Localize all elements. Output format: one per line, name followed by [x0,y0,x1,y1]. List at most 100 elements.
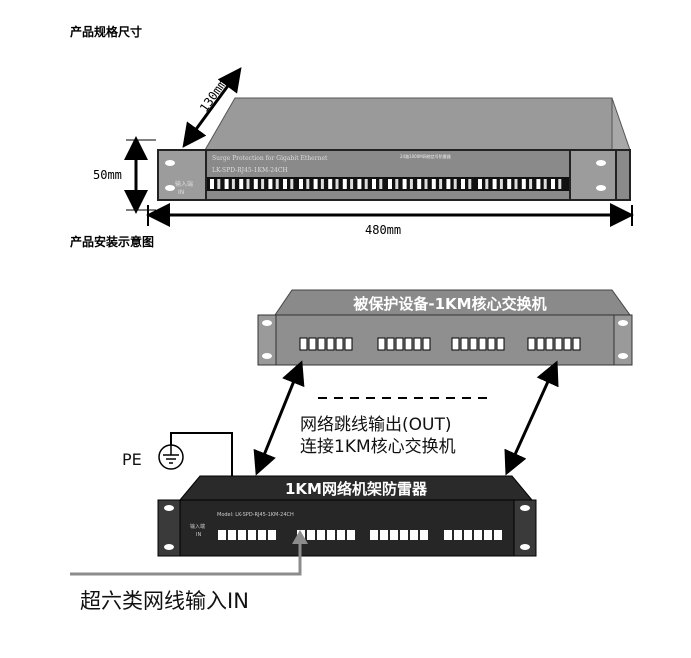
port [335,337,344,351]
port [337,530,345,540]
port [290,179,294,189]
port [268,179,273,189]
protector-model: Model: LK-SPD-RJ45-1KM-24CH [217,512,294,518]
port [410,530,418,540]
left-ear [157,149,207,201]
port [484,530,492,540]
protector-input-cn: 输入端 [190,523,205,530]
port [395,179,399,189]
port [529,179,533,189]
port [335,179,339,189]
port [275,179,279,189]
port [248,530,256,540]
port [317,337,326,351]
input-arrowhead [292,530,308,544]
port [404,337,413,351]
port [572,337,581,351]
port [446,179,451,189]
port [283,179,287,189]
spec-heading: 产品规格尺寸 [70,24,142,39]
port [228,530,236,540]
port [402,179,407,189]
port [231,179,235,189]
out-note-line2: 连接1KM核心交换机 [300,437,456,457]
link-arrow-left [253,360,305,476]
port [521,179,526,189]
port [328,179,333,189]
port [461,179,465,189]
depth-label: 130mm [197,77,229,115]
port [536,179,541,189]
port [478,337,487,351]
port [224,179,229,189]
port [258,530,266,540]
port [527,337,536,351]
protector-title: 1KM网络机架防雷器 [285,480,428,498]
switch-title: 被保护设备-1KM核心交换机 [353,295,546,313]
port [342,179,347,189]
input-label-en: IN [178,189,184,196]
port [478,179,482,189]
port [357,179,362,189]
port [496,337,505,351]
port [253,179,258,189]
install-heading: 产品安装示意图 [70,234,154,249]
port [238,530,246,540]
port [444,530,452,540]
link-arrow-right [504,360,559,476]
port [364,179,368,189]
port [492,179,497,189]
port [439,179,443,189]
port [306,179,310,189]
surge-protector: 1KM网络机架防雷器 Model: LK-SPD-RJ45-1KM-24CH 输… [157,475,537,557]
port [210,179,214,189]
depth-arrow [182,67,242,148]
port [379,179,383,189]
port [344,337,353,351]
port [313,179,318,189]
port [268,530,276,540]
spec-device: Surge Protection for Gigabit Ethernet LK… [157,97,631,201]
port [422,337,431,351]
port [543,179,547,189]
height-label: 50mm [93,168,122,182]
port [261,179,265,189]
port [474,530,482,540]
port [424,179,428,189]
port [307,530,315,540]
port [217,179,221,189]
port [487,337,496,351]
port [377,337,386,351]
port [372,179,376,189]
port [380,530,388,540]
width-label: 480mm [365,223,401,237]
port [454,530,462,540]
port [514,179,518,189]
port [460,337,469,351]
port [308,337,317,351]
device-name-cn: 24路1000M网络信号防雷器 [400,153,451,159]
right-ear [569,149,617,201]
port [558,179,562,189]
port [218,530,226,540]
protector-input-en: IN [196,532,201,538]
port [420,530,428,540]
port [317,530,325,540]
port [327,530,335,540]
port [468,179,472,189]
port [451,337,460,351]
device-name-en: Surge Protection for Gigabit Ethernet [212,155,328,162]
port [386,337,395,351]
port [390,530,398,540]
port [485,179,489,189]
port [413,337,422,351]
port [347,530,355,540]
port [239,179,244,189]
input-note: 超六类网线输入IN [80,589,249,613]
port [326,337,335,351]
port [469,337,478,351]
port [320,179,324,189]
core-switch: 被保护设备-1KM核心交换机 [257,289,633,366]
